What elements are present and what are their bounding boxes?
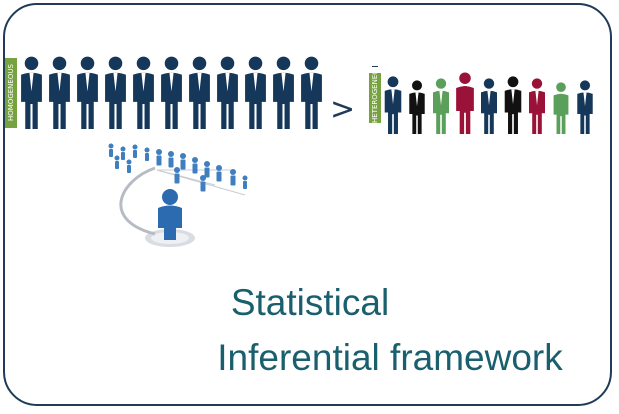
worker-person-icon (430, 78, 452, 134)
person-icon (271, 56, 296, 129)
couple-icon (478, 78, 500, 134)
person-icon (243, 56, 268, 129)
person-icon (47, 56, 72, 129)
elderly-cane-icon (550, 82, 572, 134)
homogeneous-people-row (19, 56, 324, 129)
person-icon (159, 56, 184, 129)
graduate-person-icon (382, 76, 404, 134)
person-icon (131, 56, 156, 129)
social-network-icon (95, 140, 265, 270)
heterogeneous-label: HETEROGENEOUS (369, 73, 381, 123)
person-icon (75, 56, 100, 129)
woman-basket-icon (454, 72, 476, 134)
greater-than-symbol: > (330, 92, 356, 127)
small-dash (372, 66, 378, 67)
person-icon (103, 56, 128, 129)
title-line-1: Statistical (230, 282, 390, 323)
parent-child-icon (406, 80, 428, 134)
person-icon (215, 56, 240, 129)
person-icon (187, 56, 212, 129)
title-line-2: Inferential framework (217, 337, 563, 378)
nun-icon (502, 76, 524, 134)
heterogeneous-people-row (382, 72, 596, 134)
nurse-icon (526, 78, 548, 134)
person-icon (574, 80, 596, 134)
homogeneous-label: HOMOGENEOUS (5, 58, 17, 128)
person-icon (19, 56, 44, 129)
rounded-frame (3, 3, 612, 406)
person-icon (299, 56, 324, 129)
